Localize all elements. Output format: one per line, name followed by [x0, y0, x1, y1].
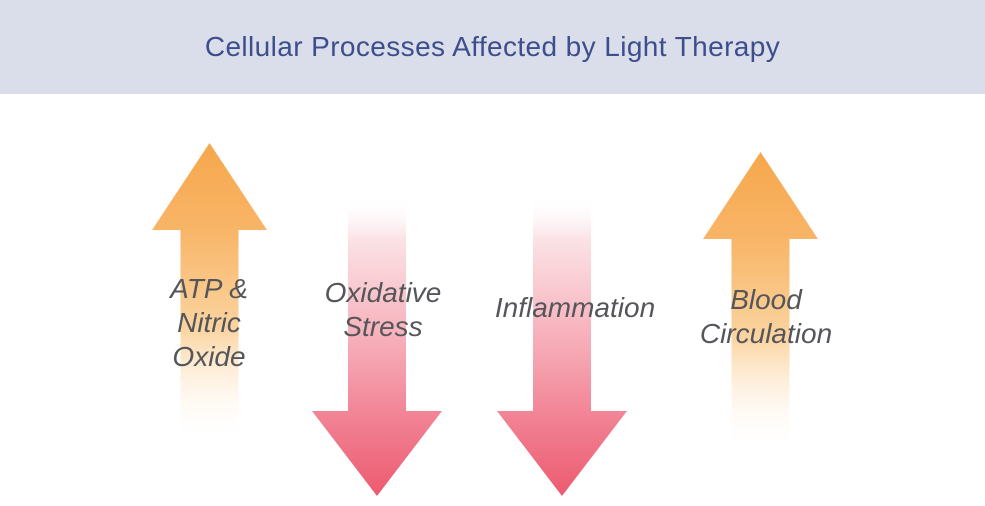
up-arrow-icon: [703, 152, 818, 452]
label-line: Stress: [343, 311, 423, 342]
arrow-label-oxidative-stress: Oxidative Stress: [325, 276, 442, 344]
down-arrow-icon: [312, 196, 442, 496]
label-line: Blood: [730, 284, 802, 315]
label-line: Inflammation: [494, 292, 656, 323]
arrow-label-inflammation: Inflammation: [495, 291, 655, 325]
label-line: Nitric: [177, 307, 241, 338]
page-title: Cellular Processes Affected by Light The…: [204, 31, 781, 62]
label-line: Oxide: [172, 341, 246, 372]
arrow-label-atp-nitric-oxide: ATP & Nitric Oxide: [170, 272, 248, 374]
arrow-label-blood-circulation: Blood Circulation: [700, 283, 832, 351]
down-arrow-icon: [497, 196, 627, 496]
label-line: Oxidative: [324, 277, 442, 308]
label-line: ATP &: [170, 273, 248, 304]
label-line: Circulation: [699, 318, 833, 349]
header-band: Cellular Processes Affected by Light The…: [0, 0, 985, 94]
up-arrow-icon: [152, 143, 267, 443]
